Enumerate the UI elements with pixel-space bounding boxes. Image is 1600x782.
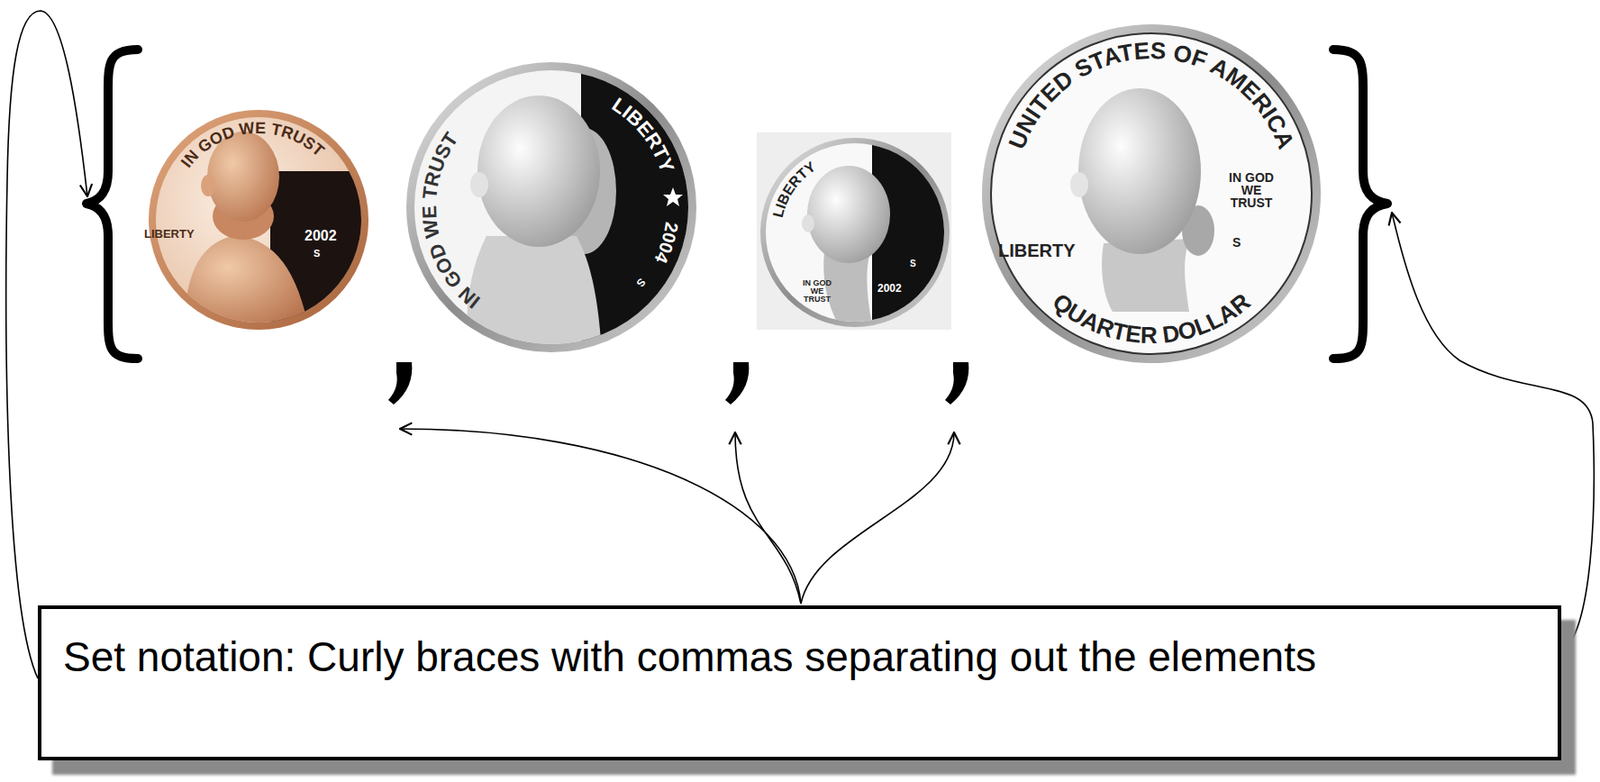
leader-arrow bbox=[6, 10, 88, 679]
mint-mark: S bbox=[634, 275, 649, 290]
coin-inscription: IN GOD WE TRUST bbox=[418, 127, 485, 313]
portrait-head bbox=[807, 165, 891, 264]
coin-relief bbox=[1070, 88, 1215, 312]
portrait-coat bbox=[466, 236, 602, 354]
star-symbol bbox=[663, 187, 683, 207]
mint-mark: S bbox=[909, 259, 917, 269]
coin-inscription: QUARTER DOLLAR bbox=[1047, 287, 1256, 349]
coin-inscription: UNITED STATES OF AMERICA bbox=[1002, 36, 1300, 154]
portrait-head bbox=[207, 131, 280, 222]
coin-inscription: LIBERTY bbox=[144, 227, 195, 240]
leader-arrow bbox=[1391, 212, 1594, 654]
coin-inscription: LIBERTY bbox=[608, 92, 679, 175]
coin-inscription: LIBERTY bbox=[608, 92, 679, 175]
right-curly-brace bbox=[1333, 49, 1388, 359]
coin-inscription: IN GOD WE TRUST bbox=[177, 118, 328, 172]
dime-coin bbox=[756, 132, 963, 334]
coin-relief bbox=[466, 54, 708, 370]
portrait-nose bbox=[200, 174, 216, 197]
coin-inscription: UNITED STATES OF AMERICA bbox=[1002, 36, 1300, 154]
portrait-head bbox=[1078, 88, 1201, 255]
coin-inscription: IN GOD WE TRUST bbox=[177, 118, 328, 172]
coin-inscription: QUARTER DOLLAR bbox=[1047, 287, 1256, 349]
coin-date: 2004 bbox=[650, 220, 682, 267]
leader-arrow bbox=[735, 432, 801, 604]
portrait-nose bbox=[470, 172, 489, 198]
coin-rim bbox=[981, 24, 1321, 364]
coin-field bbox=[990, 33, 1312, 355]
portrait-nose bbox=[1070, 172, 1089, 198]
note-box: Set notation: Curly braces with commas s… bbox=[37, 605, 1562, 761]
left-curly-brace bbox=[86, 49, 138, 359]
coin-date: 2004 bbox=[650, 220, 682, 267]
nickel-coin bbox=[406, 54, 708, 370]
coin-inscription: IN GOD WE TRUST bbox=[418, 127, 485, 313]
portrait-nose bbox=[801, 214, 815, 233]
note-text: Set notation: Curly braces with commas s… bbox=[63, 632, 1317, 682]
coin-relief bbox=[184, 131, 388, 352]
leader-arrow bbox=[400, 428, 801, 604]
mint-mark: S bbox=[313, 248, 320, 259]
coin-inscription: IN GOD WE TRUST bbox=[1221, 171, 1282, 210]
coin-inscription: LIBERTY bbox=[770, 158, 819, 219]
quarter-coin bbox=[981, 24, 1321, 364]
comma-mark bbox=[945, 362, 969, 405]
coin-date: 2002 bbox=[304, 228, 337, 244]
mirror-field bbox=[270, 171, 388, 352]
coin-relief bbox=[801, 135, 963, 334]
portrait-head bbox=[477, 95, 600, 247]
coin-date: 2002 bbox=[877, 282, 902, 294]
mint-mark: S bbox=[634, 275, 649, 290]
leader-arrow bbox=[800, 432, 955, 604]
portrait-neck bbox=[823, 252, 873, 325]
coin-inscription: LIBERTY bbox=[998, 241, 1076, 260]
comma-mark bbox=[725, 362, 749, 405]
mint-mark: S bbox=[1232, 236, 1241, 249]
coin-inscription: IN GOD WE TRUST bbox=[796, 279, 838, 304]
coin-inscription: LIBERTY bbox=[770, 158, 819, 219]
comma-mark bbox=[388, 362, 412, 405]
portrait-shoulders bbox=[184, 236, 309, 327]
